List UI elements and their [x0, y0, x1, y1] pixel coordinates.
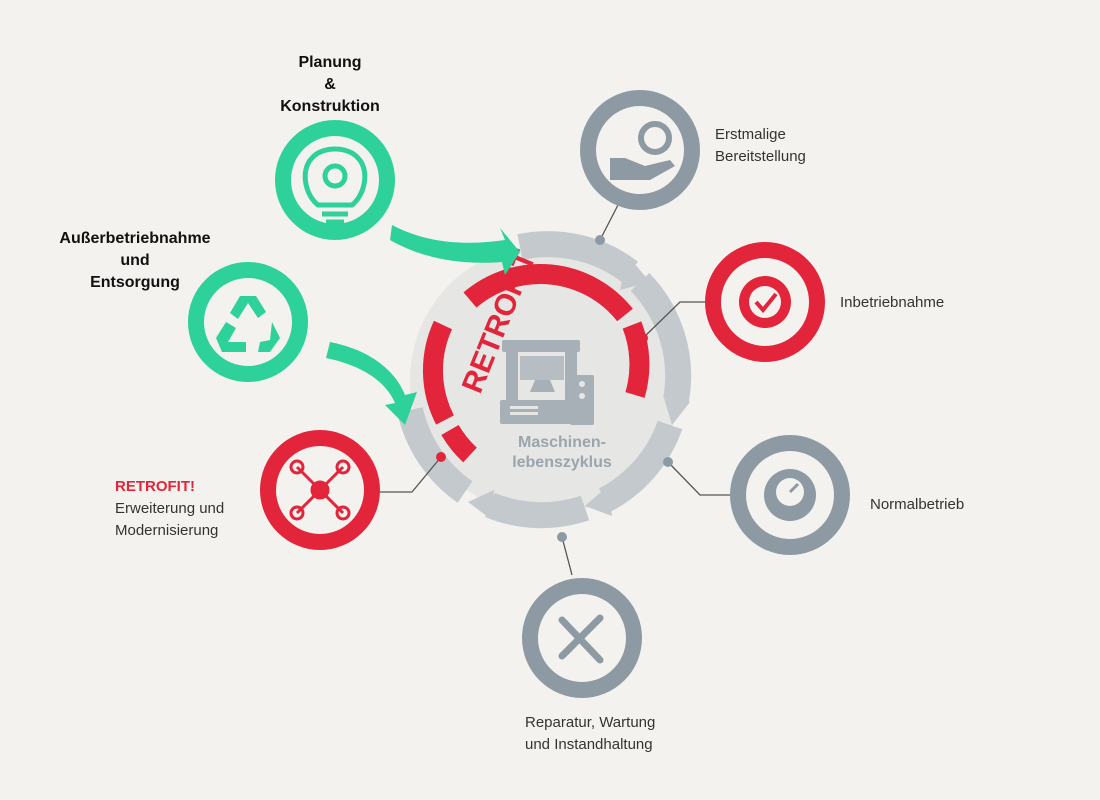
- label-erstmalige: Erstmalige Bereitstellung: [715, 124, 865, 168]
- node-ausserbetrieb: [188, 262, 308, 382]
- connectors: [380, 204, 732, 576]
- connector-dots: [436, 235, 673, 542]
- label-planung-1: Planung: [298, 54, 362, 71]
- gear-check-icon: [739, 276, 791, 328]
- retrofit-arcs: [422, 264, 650, 463]
- node-inbetrieb: [705, 242, 825, 362]
- label-erstmalige-2: Bereitstellung: [715, 148, 806, 165]
- label-planung-2: &: [324, 76, 336, 93]
- label-ausserbetrieb-2: und: [120, 252, 150, 269]
- label-retrofit: RETROFIT! Erweiterung und Modernisierung: [115, 476, 265, 542]
- center-label-2: lebenszyklus: [512, 454, 612, 471]
- label-reparatur: Reparatur, Wartung und Instandhaltung: [525, 712, 725, 756]
- label-reparatur-1: Reparatur, Wartung: [525, 714, 656, 731]
- label-inbetrieb: Inbetriebnahme: [840, 292, 990, 314]
- machine-press-icon: [500, 340, 594, 425]
- label-reparatur-2: und Instandhaltung: [525, 736, 653, 753]
- label-planung-3: Konstruktion: [280, 98, 380, 115]
- label-ausserbetrieb: Außerbetriebnahme und Entsorgung: [40, 228, 230, 294]
- node-normalbetrieb: [730, 435, 850, 555]
- node-reparatur: [522, 578, 642, 698]
- label-inbetrieb-1: Inbetriebnahme: [840, 294, 945, 311]
- center-label-1: Maschinen-: [518, 434, 606, 451]
- label-ausserbetrieb-1: Außerbetriebnahme: [59, 230, 211, 247]
- network-gear-icon: [289, 459, 351, 521]
- label-planung: Planung & Konstruktion: [255, 52, 405, 118]
- node-erstmalige: [580, 90, 700, 210]
- label-retrofit-1: RETROFIT!: [115, 478, 195, 495]
- label-retrofit-2: Erweiterung und: [115, 500, 225, 517]
- node-planung: [275, 120, 395, 240]
- label-normalbetrieb-1: Normalbetrieb: [870, 496, 965, 513]
- recycle-icon: [216, 296, 280, 352]
- gear-gauge-icon: [764, 469, 816, 521]
- label-erstmalige-1: Erstmalige: [715, 126, 786, 143]
- lightbulb-gear-icon: [302, 146, 368, 225]
- node-retrofit: [260, 430, 380, 550]
- wrench-screwdriver-icon: [558, 614, 604, 664]
- label-normalbetrieb: Normalbetrieb: [870, 494, 1020, 516]
- hand-gear-icon: [610, 121, 675, 180]
- label-retrofit-3: Modernisierung: [115, 522, 219, 539]
- label-ausserbetrieb-3: Entsorgung: [90, 274, 180, 291]
- green-arrows: [326, 225, 520, 425]
- ring-arrowheads: [400, 256, 690, 520]
